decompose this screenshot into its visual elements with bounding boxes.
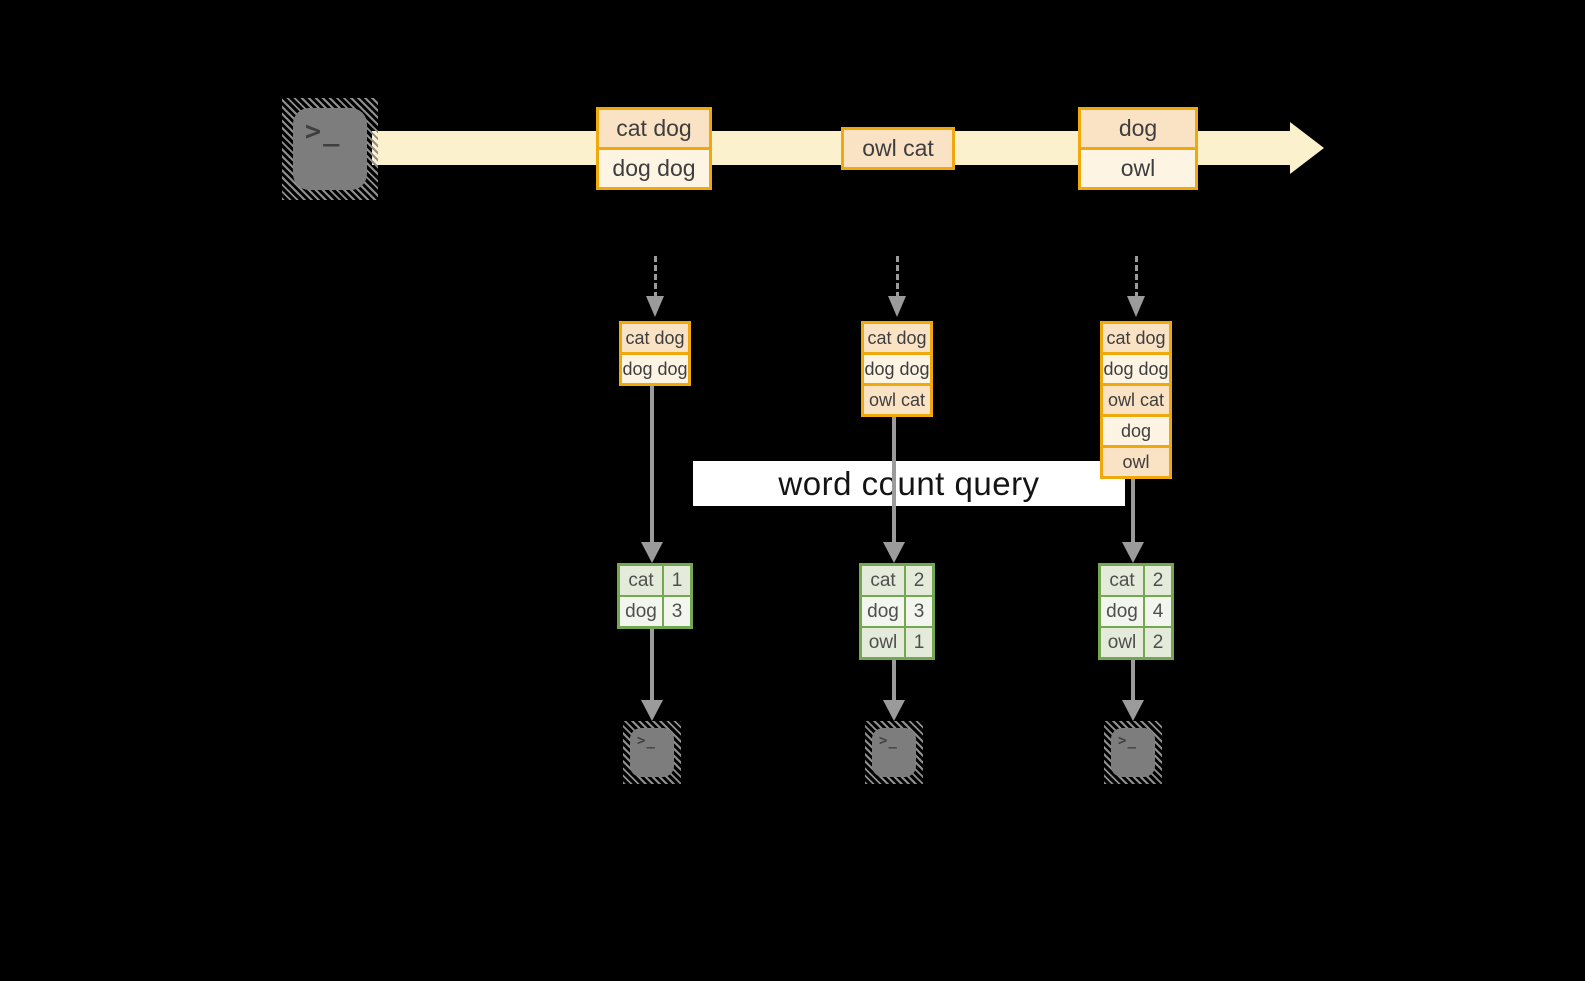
word-cell: dog (862, 597, 904, 626)
word-count-query-label: word count query (693, 461, 1125, 506)
stream-event-text: dog (1081, 110, 1195, 147)
word-cell: cat (620, 566, 662, 595)
word-cell: owl (862, 628, 904, 657)
ingest-arrowhead-icon (646, 296, 664, 317)
stream-event-text: owl (1081, 147, 1195, 187)
terminal-screen: >_ (293, 108, 367, 190)
event-buffer-1: cat dog dog dog (619, 321, 691, 386)
terminal-prompt-glyph: >_ (879, 732, 898, 749)
count-cell: 4 (1145, 597, 1171, 626)
event-buffer-3: cat dog dog dog owl cat dog owl (1100, 321, 1172, 479)
query-arrowhead-icon (883, 542, 905, 563)
count-cell: 2 (906, 566, 932, 595)
stream-event-text: owl cat (844, 130, 952, 167)
terminal-prompt-glyph: >_ (637, 732, 656, 749)
word-cell: dog (1101, 597, 1143, 626)
output-arrow-line (892, 660, 896, 701)
buffer-event-text: cat dog (864, 324, 930, 352)
count-cell: 1 (664, 566, 690, 595)
word-cell: owl (1101, 628, 1143, 657)
query-arrow-line (650, 386, 654, 544)
stream-arrowhead-icon (1290, 122, 1324, 174)
output-arrow-line (1131, 660, 1135, 701)
query-arrow-line (892, 417, 896, 544)
output-arrowhead-icon (641, 700, 663, 721)
stream-event-text: dog dog (599, 147, 709, 187)
count-cell: 1 (906, 628, 932, 657)
count-cell: 2 (1145, 628, 1171, 657)
terminal-screen: >_ (630, 728, 674, 777)
output-arrowhead-icon (1122, 700, 1144, 721)
count-table-2: cat 2 dog 3 owl 1 (859, 563, 935, 660)
output-terminal-icon: >_ (623, 721, 681, 784)
stream-event-box-3: dog owl (1078, 107, 1198, 190)
count-cell: 3 (906, 597, 932, 626)
terminal-prompt-glyph: >_ (1118, 732, 1137, 749)
ingest-arrowhead-icon (888, 296, 906, 317)
stream-event-box-2: owl cat (841, 127, 955, 170)
output-terminal-icon: >_ (865, 721, 923, 784)
ingest-dashed-line (654, 256, 657, 298)
output-terminal-icon: >_ (1104, 721, 1162, 784)
buffer-event-text: dog dog (1103, 352, 1169, 383)
buffer-event-text: dog dog (622, 352, 688, 383)
count-table-1: cat 1 dog 3 (617, 563, 693, 629)
ingest-dashed-line (896, 256, 899, 298)
terminal-screen: >_ (872, 728, 916, 777)
source-terminal-icon: >_ (282, 98, 378, 200)
buffer-event-text: cat dog (622, 324, 688, 352)
terminal-screen: >_ (1111, 728, 1155, 777)
query-arrow-line (1131, 479, 1135, 544)
word-cell: dog (620, 597, 662, 626)
count-table-3: cat 2 dog 4 owl 2 (1098, 563, 1174, 660)
ingest-dashed-line (1135, 256, 1138, 298)
buffer-event-text: dog dog (864, 352, 930, 383)
output-arrowhead-icon (883, 700, 905, 721)
stream-event-text: cat dog (599, 110, 709, 147)
query-arrowhead-icon (1122, 542, 1144, 563)
terminal-prompt-glyph: >_ (304, 116, 342, 148)
buffer-event-text: owl cat (864, 383, 930, 414)
count-cell: 2 (1145, 566, 1171, 595)
word-cell: cat (1101, 566, 1143, 595)
ingest-arrowhead-icon (1127, 296, 1145, 317)
query-arrowhead-icon (641, 542, 663, 563)
word-cell: cat (862, 566, 904, 595)
output-arrow-line (650, 629, 654, 701)
buffer-event-text: owl (1103, 445, 1169, 476)
buffer-event-text: cat dog (1103, 324, 1169, 352)
stream-event-box-1: cat dog dog dog (596, 107, 712, 190)
count-cell: 3 (664, 597, 690, 626)
buffer-event-text: owl cat (1103, 383, 1169, 414)
event-buffer-2: cat dog dog dog owl cat (861, 321, 933, 417)
buffer-event-text: dog (1103, 414, 1169, 445)
